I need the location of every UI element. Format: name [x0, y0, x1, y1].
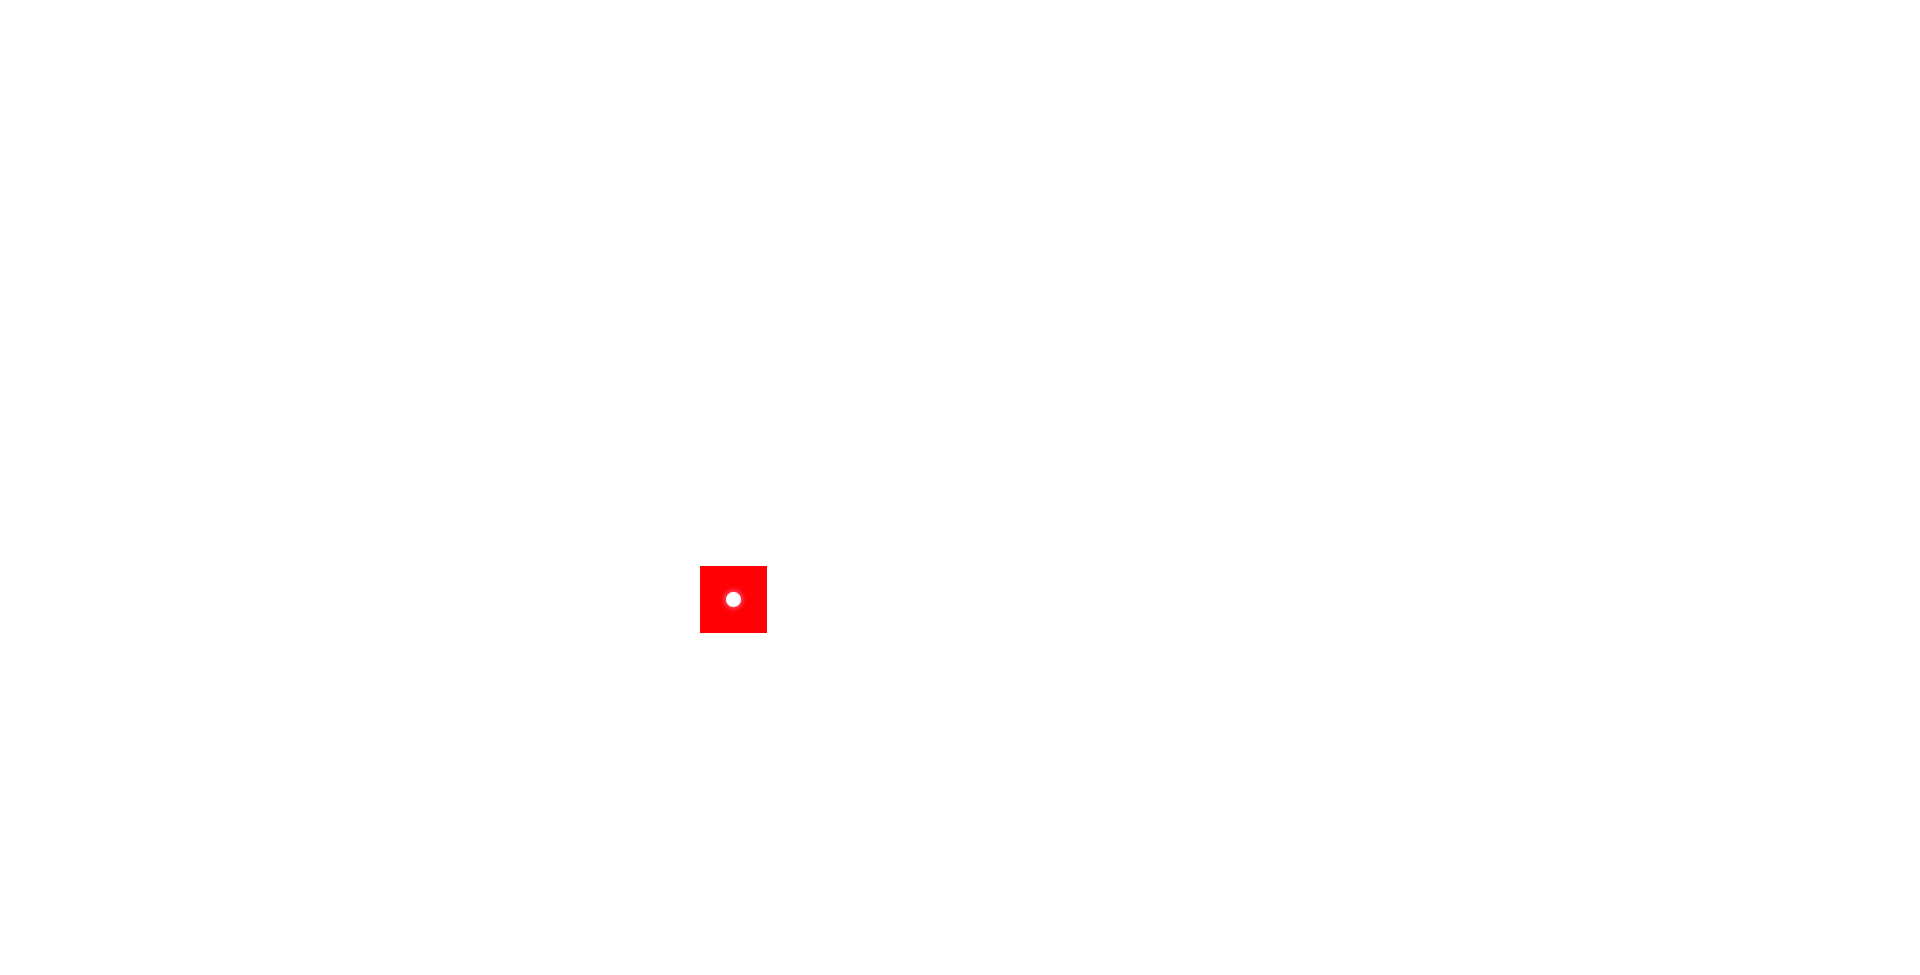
white-dot-icon [726, 592, 741, 607]
red-square-marker[interactable] [700, 566, 767, 633]
